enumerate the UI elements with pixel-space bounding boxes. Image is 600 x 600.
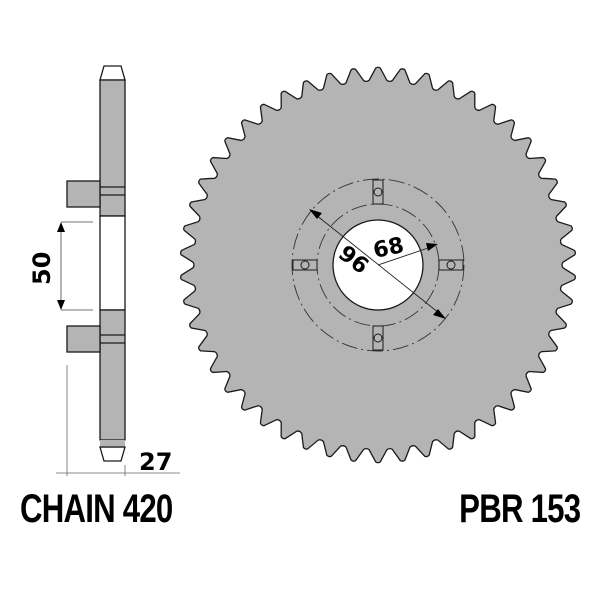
bolt-circle-dimension <box>309 209 446 319</box>
bolt-circle-outer <box>291 178 465 352</box>
bore-dimension <box>377 243 438 266</box>
bolt-hole-icon <box>372 325 384 351</box>
hub-width-dimension <box>57 221 93 311</box>
offset-value: 27 <box>139 448 172 476</box>
bolt-hole-icon <box>292 259 318 271</box>
bolt-hole-icon <box>372 179 384 205</box>
part-number-label: PBR 153 <box>458 487 581 531</box>
offset-dimension <box>56 365 180 476</box>
bore-value: 68 <box>371 233 406 264</box>
sprocket-front-view: 96 68 <box>179 66 577 464</box>
side-view <box>66 65 126 462</box>
bolt-hole-icon <box>438 259 464 271</box>
hub-width-value: 50 <box>28 252 56 285</box>
chain-size-label: CHAIN 420 <box>20 487 173 531</box>
bolt-slots <box>292 179 464 351</box>
